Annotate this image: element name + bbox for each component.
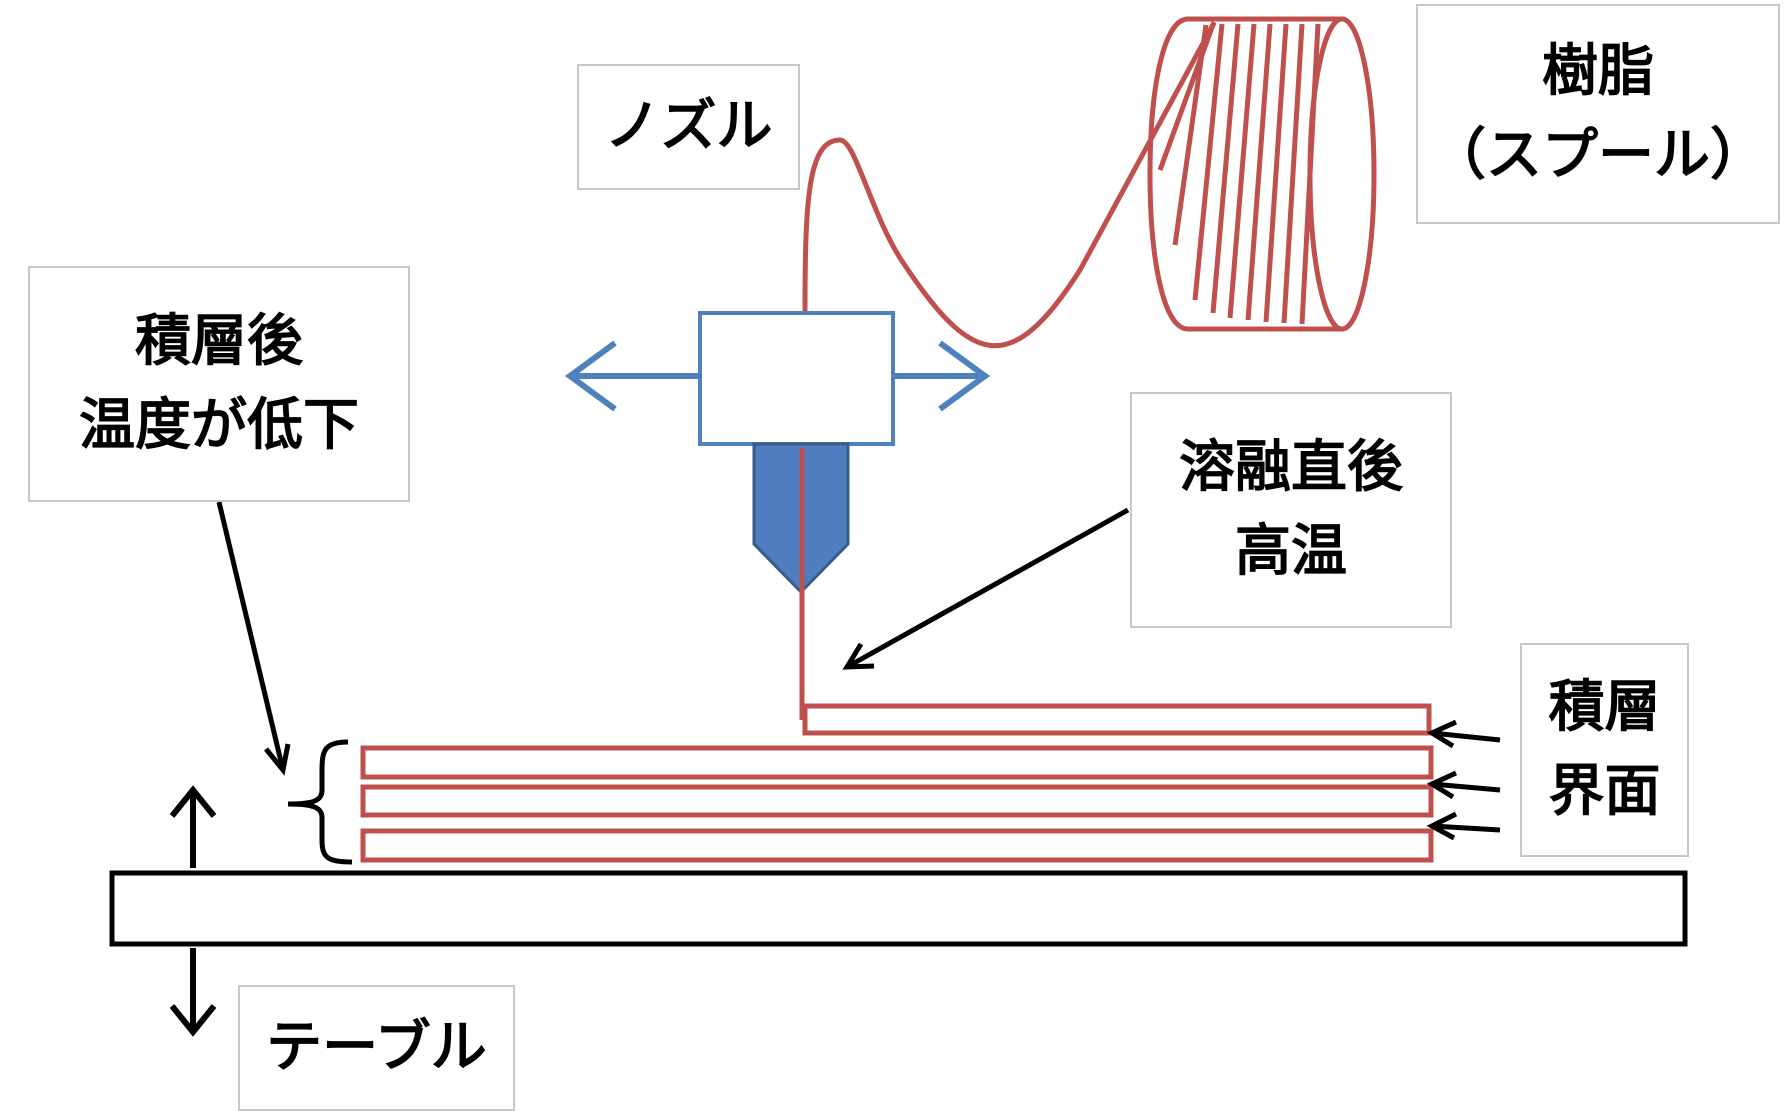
resin-spool-label: 樹脂 （スプール） xyxy=(1416,4,1780,224)
interface-line1: 積層 xyxy=(1548,675,1661,740)
nozzle-carriage xyxy=(564,311,991,595)
after-lamination-line1: 積層後 xyxy=(135,309,303,374)
resin-label-line2: （スプール） xyxy=(1430,123,1766,188)
filament-line xyxy=(802,21,1217,348)
table-motion-arrows xyxy=(169,785,217,1037)
resin-label-line1: 樹脂 xyxy=(1542,39,1654,104)
nozzle-label-text: ノズル xyxy=(604,94,773,159)
interface-line2: 界面 xyxy=(1548,759,1661,824)
just-melted-label: 溶融直後 高温 xyxy=(1130,392,1452,628)
after-lamination-label: 積層後 温度が低下 xyxy=(28,266,410,502)
after-lamination-pointer xyxy=(216,501,291,776)
after-lamination-line2: 温度が低下 xyxy=(79,393,359,458)
interface-pointers xyxy=(1426,719,1501,841)
just-melted-line1: 溶融直後 xyxy=(1179,435,1403,500)
just-melted-pointer xyxy=(842,507,1130,670)
spool-icon xyxy=(1147,16,1377,332)
table-label: テーブル xyxy=(238,985,515,1111)
table-label-text: テーブル xyxy=(266,1015,487,1080)
deposited-layers xyxy=(360,703,1434,863)
nozzle-label: ノズル xyxy=(577,64,800,190)
just-melted-line2: 高温 xyxy=(1235,519,1347,584)
build-table xyxy=(109,870,1688,947)
interface-label: 積層 界面 xyxy=(1520,643,1689,857)
layer-brace xyxy=(287,739,353,865)
